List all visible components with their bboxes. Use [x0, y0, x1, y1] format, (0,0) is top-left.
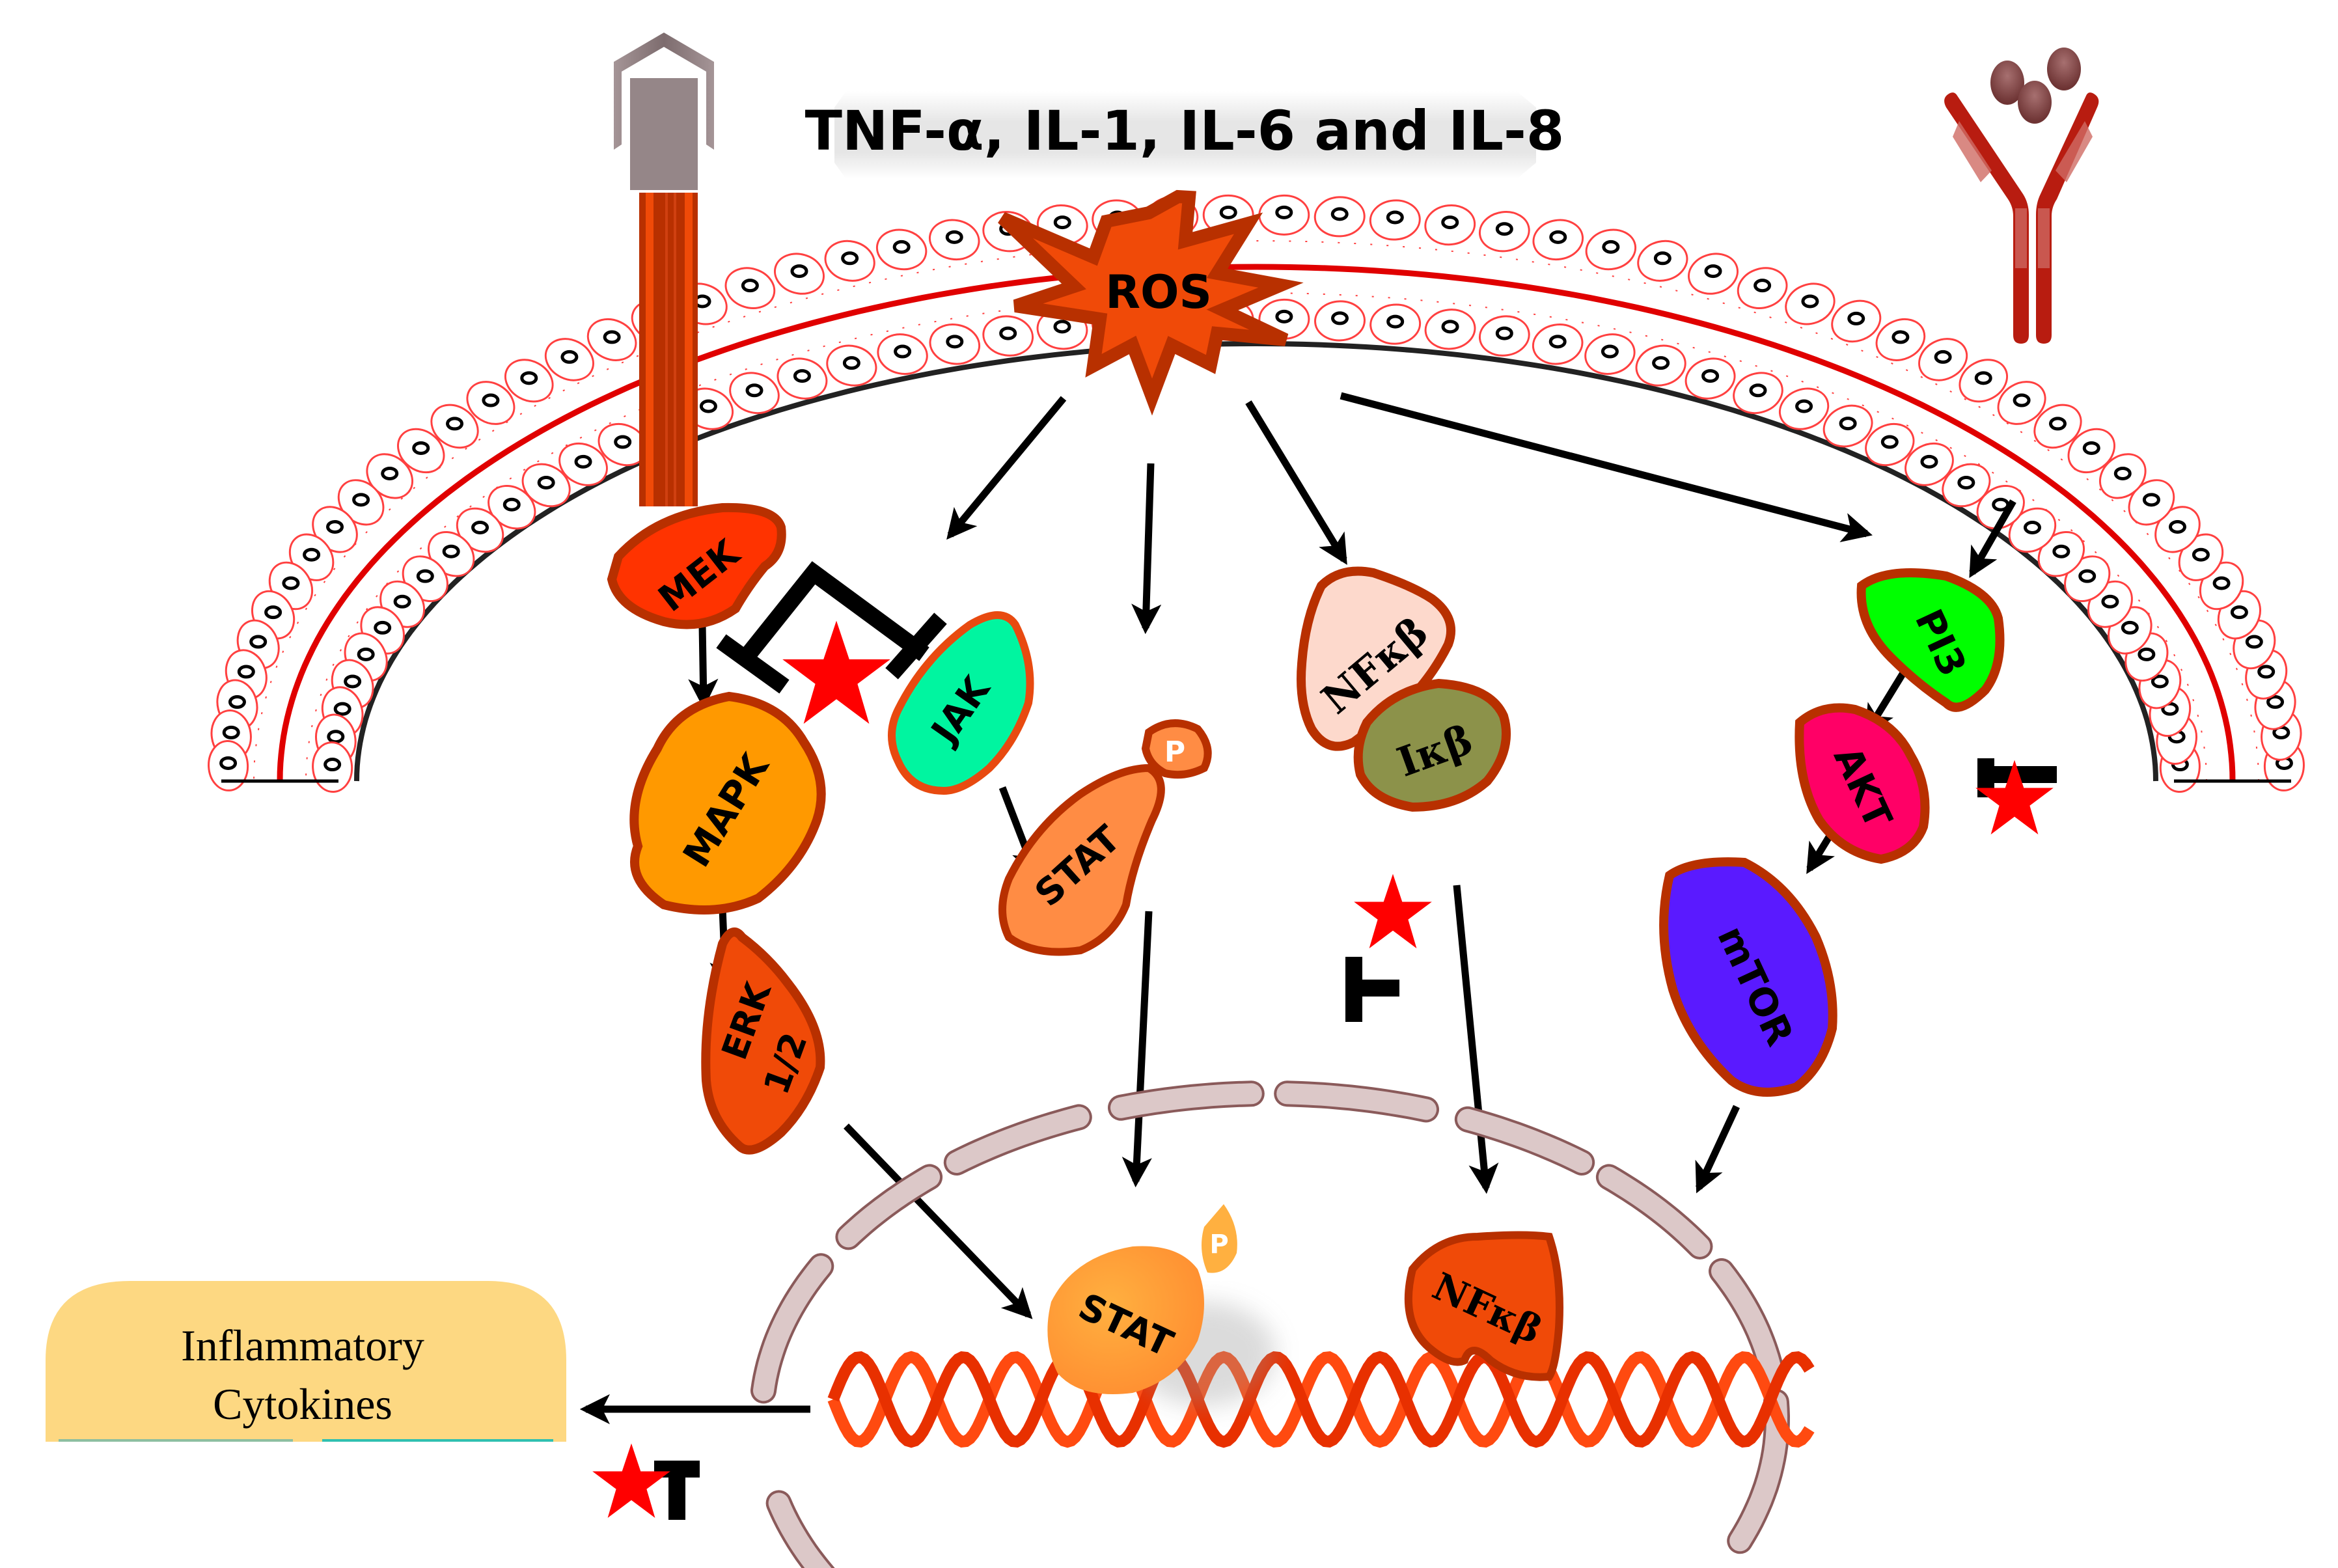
- arrow-ros-to-stat: [1131, 463, 1162, 635]
- jak-node: JAK: [888, 611, 1034, 795]
- inhibitor-star-icon: [592, 1443, 670, 1518]
- inhibitor-star-icon: [782, 620, 890, 724]
- inhibitor-akt: [1975, 758, 2057, 834]
- ros-burst-icon: [998, 189, 1304, 416]
- membrane-inner-edge: [354, 340, 2158, 782]
- receptor-right: [1944, 92, 2099, 344]
- cytokines-label-line2: Cytokines: [213, 1379, 392, 1429]
- pi3-node: PI3: [1856, 568, 2005, 712]
- arrow-stat-to-nuclear-stat: [1121, 911, 1153, 1188]
- nuclear-envelope-segment-fill: [946, 1107, 1090, 1173]
- arrow-ros-to-nfkb: [1245, 400, 1347, 565]
- arrow-nfkb-to-nuclear-nfkb: [1453, 885, 1499, 1194]
- dna-helix-icon: [827, 1351, 1815, 1448]
- nuclear-envelope: [750, 1080, 1791, 1568]
- stat-nucleus-p-label: P: [1209, 1230, 1228, 1259]
- stat-cytoplasm-p-label: P: [1164, 736, 1185, 769]
- cytokines-output-box: Inflammatory Cytokines: [46, 1281, 566, 1442]
- erk-node: ERK 1/2: [701, 928, 825, 1155]
- nuclear-envelope-segment-fill: [1276, 1083, 1437, 1120]
- mapk-node: MAPK: [629, 691, 826, 915]
- inhibitor-cytokines: [592, 1443, 700, 1520]
- nuclear-envelope-segment-fill: [838, 1166, 941, 1248]
- ros-node: ROS: [998, 189, 1304, 416]
- cytokines-label-line1: Inflammatory: [181, 1321, 424, 1370]
- arrow-receptor-to-pi3: [1969, 499, 2016, 579]
- arrow-mek-to-mapk: [688, 624, 719, 709]
- nuclear-envelope-segment-fill: [753, 1256, 832, 1401]
- arrow-erk-to-nuclear-stat: [844, 1123, 1033, 1319]
- membrane-midline: [277, 264, 2236, 782]
- receptor-left-body: [630, 85, 698, 198]
- ros-label: ROS: [1105, 266, 1212, 319]
- dna-strand-a: [827, 1351, 1815, 1448]
- inhibitor-mapk-jak: [716, 561, 947, 724]
- akt-node: AKT: [1795, 703, 1930, 864]
- mek-node: MEK: [607, 502, 786, 629]
- stat-nucleus-node: P STAT: [1047, 1204, 1276, 1406]
- dna-strand-b: [827, 1351, 1815, 1448]
- arrow-mtor-to-nucleus: [1695, 1105, 1740, 1194]
- nuclear-envelope-segment-fill: [1711, 1261, 1783, 1384]
- nuclear-envelope-segment-fill: [1110, 1083, 1262, 1118]
- stimulus-label-box: TNF-α, IL-1, IL-6 and IL-8: [805, 91, 1565, 179]
- nuclear-envelope-segment-fill: [768, 1492, 832, 1568]
- mtor-node: mTOR: [1659, 857, 1837, 1097]
- arrow-ros-to-jak: [946, 396, 1067, 540]
- ikb-node: Iκβ: [1353, 678, 1511, 812]
- nuclear-envelope-segment-fill: [1598, 1166, 1711, 1257]
- inhibitor-nfkb: [1345, 873, 1432, 1022]
- receptor-left-transmembrane-domain-visual: [639, 193, 698, 506]
- ligand-particles: [1990, 48, 2081, 124]
- stimulus-label: TNF-α, IL-1, IL-6 and IL-8: [805, 99, 1565, 163]
- arrow-ros-to-pi3: [1340, 392, 1873, 542]
- lipid-tails: [253, 240, 2259, 782]
- inhibitor-star-icon: [1354, 873, 1432, 948]
- stat-cytoplasm-node: P STAT: [998, 719, 1212, 956]
- inner-lipid-heads: [312, 298, 2201, 793]
- nuclear-envelope-segment-fill: [1457, 1108, 1593, 1173]
- nfkb-nucleus-node: NFκβ: [1404, 1231, 1563, 1381]
